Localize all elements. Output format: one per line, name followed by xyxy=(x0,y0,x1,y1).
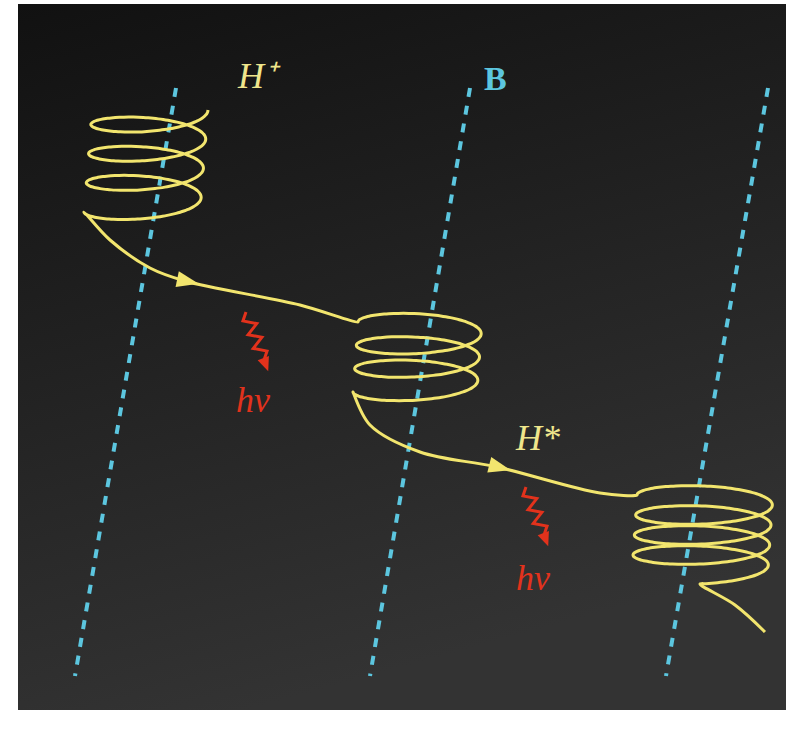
ion-label: H⁺ xyxy=(238,58,276,94)
field-line xyxy=(666,88,768,676)
photon-arrow-head xyxy=(538,531,554,548)
field-label: B xyxy=(484,62,507,96)
photon-arrow-head xyxy=(258,356,274,373)
dark-panel xyxy=(18,4,786,710)
direction-arrow xyxy=(487,457,512,478)
trajectory xyxy=(84,110,772,632)
photon-arrow xyxy=(243,312,267,360)
direction-arrow xyxy=(176,271,201,291)
photon-label: hν xyxy=(236,382,270,418)
photon-label: hν xyxy=(516,560,550,596)
atom-label: H* xyxy=(516,420,560,456)
field-line xyxy=(370,88,470,676)
photon-arrow xyxy=(523,487,547,535)
